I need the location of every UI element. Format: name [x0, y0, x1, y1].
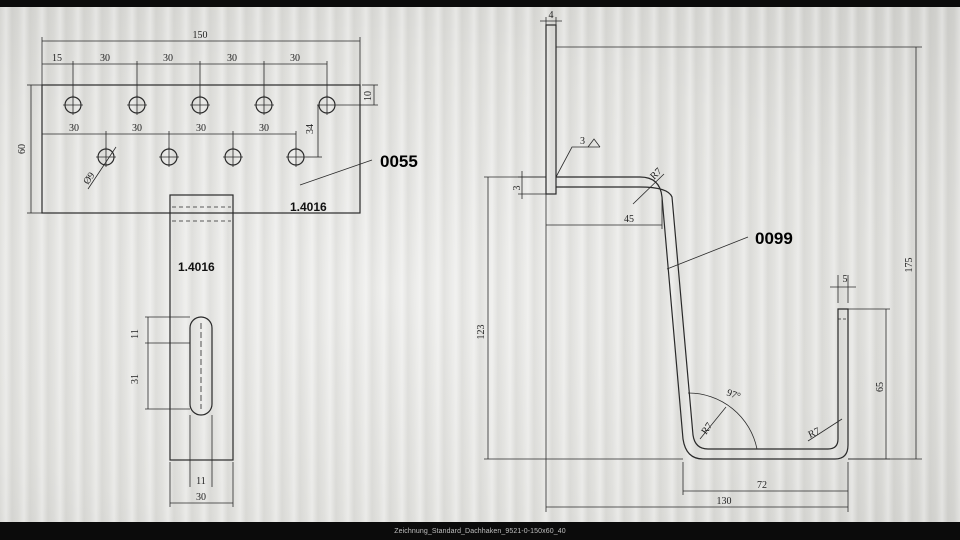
dim-row-spacing: 34 [305, 124, 316, 134]
dim-slot-bottom-width: 11 [196, 476, 206, 487]
file-name-label: Zeichnung_Standard_Dachhaken_9521-0-150x… [394, 528, 566, 535]
dim-width-72: 72 [757, 480, 767, 491]
dim-radius-bottom-right: R7 [807, 426, 822, 441]
tab-material-label: 1.4016 [178, 260, 215, 274]
hook-upright [545, 24, 557, 195]
angle-arc [687, 392, 758, 450]
dim-lip-5: 5 [843, 274, 848, 285]
dim-overall-width: 150 [193, 30, 208, 41]
hook-profile [556, 176, 849, 460]
dim-weld-height: 3 [512, 186, 523, 191]
dim-slot-width: 11 [130, 329, 141, 339]
dim-thickness: 4 [549, 10, 554, 21]
dim-radius-top: R7 [648, 166, 664, 182]
dim-height-123: 123 [476, 325, 487, 340]
dim-hole-diameter: Ø9 [81, 170, 97, 186]
dim-width-130: 130 [717, 496, 732, 507]
plate-outline [41, 84, 361, 214]
viewer-status-bar [0, 522, 960, 540]
dim-slot-length: 31 [130, 374, 141, 384]
dim-pitch-top: 30 [290, 53, 300, 64]
tab-outline [169, 194, 234, 461]
dim-first-offset: 15 [52, 53, 62, 64]
tab-view: 1.4016 11 31 11 30 [130, 194, 234, 507]
dim-height-175: 175 [904, 258, 915, 273]
dim-leg-45: 45 [624, 214, 634, 225]
dim-height-65: 65 [875, 382, 886, 392]
dim-pitch-bottom: 30 [132, 123, 142, 134]
dim-top-row-offset: 10 [363, 91, 374, 101]
dim-pitch-bottom: 30 [196, 123, 206, 134]
top-hole-row [63, 95, 337, 115]
dim-angle: 97° [725, 387, 742, 402]
dim-pitch-top: 30 [100, 53, 110, 64]
part-number-0055: 0055 [380, 152, 418, 171]
dim-tab-width: 30 [196, 492, 206, 503]
hook-view: 4 3 3 R7 45 0099 175 123 [476, 10, 922, 512]
technical-drawing: 150 15 30 30 30 30 30 30 30 30 60 10 [17, 10, 922, 512]
material-label: 1.4016 [290, 200, 327, 214]
dim-height: 60 [17, 144, 28, 154]
dim-pitch-bottom: 30 [259, 123, 269, 134]
dim-weld: 3 [580, 136, 585, 147]
dim-radius-bottom-left: R7 [699, 421, 715, 437]
drawing-screen: 150 15 30 30 30 30 30 30 30 30 60 10 [0, 7, 960, 522]
dim-pitch-top: 30 [227, 53, 237, 64]
dim-pitch-top: 30 [163, 53, 173, 64]
dim-pitch-bottom: 30 [69, 123, 79, 134]
slot [189, 316, 213, 416]
bottom-hole-row [96, 147, 306, 167]
weld-leader [555, 146, 600, 178]
part-number-0099: 0099 [755, 229, 793, 248]
plate-view: 150 15 30 30 30 30 30 30 30 30 60 10 [17, 30, 418, 214]
